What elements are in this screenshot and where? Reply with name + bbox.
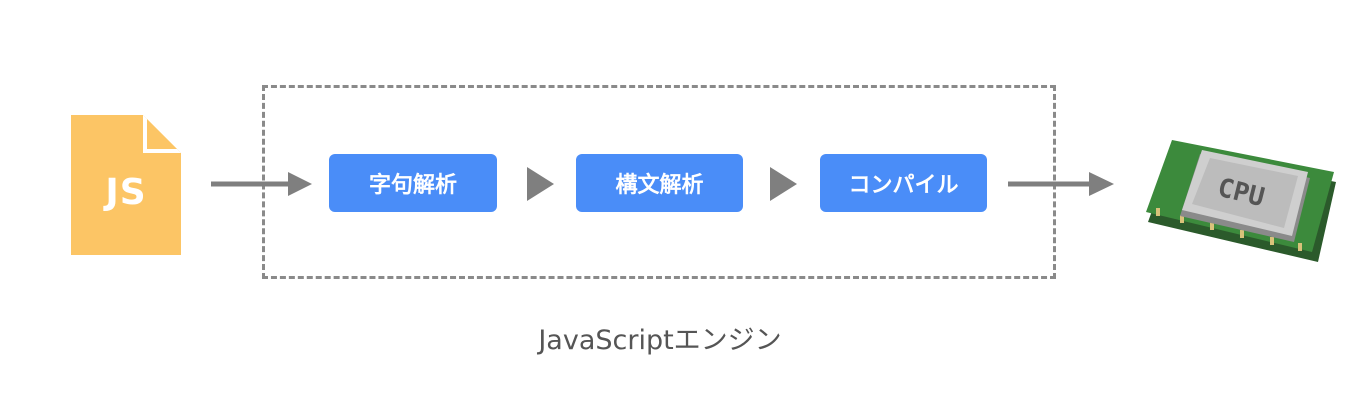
step-syntax-analysis: 構文解析: [576, 154, 743, 212]
cpu-chip-icon: [1146, 140, 1336, 262]
arrow-js-to-engine: [211, 172, 312, 196]
step-lexical-analysis: 字句解析: [329, 154, 497, 212]
engine-label: JavaScriptエンジン: [538, 325, 782, 356]
step-arrow-1: [527, 167, 554, 201]
js-file-icon: [71, 115, 181, 255]
js-file-label: JS: [105, 172, 147, 213]
step-compile: コンパイル: [820, 154, 987, 212]
step-arrow-2: [770, 167, 797, 201]
arrow-engine-to-cpu: [1008, 172, 1114, 196]
